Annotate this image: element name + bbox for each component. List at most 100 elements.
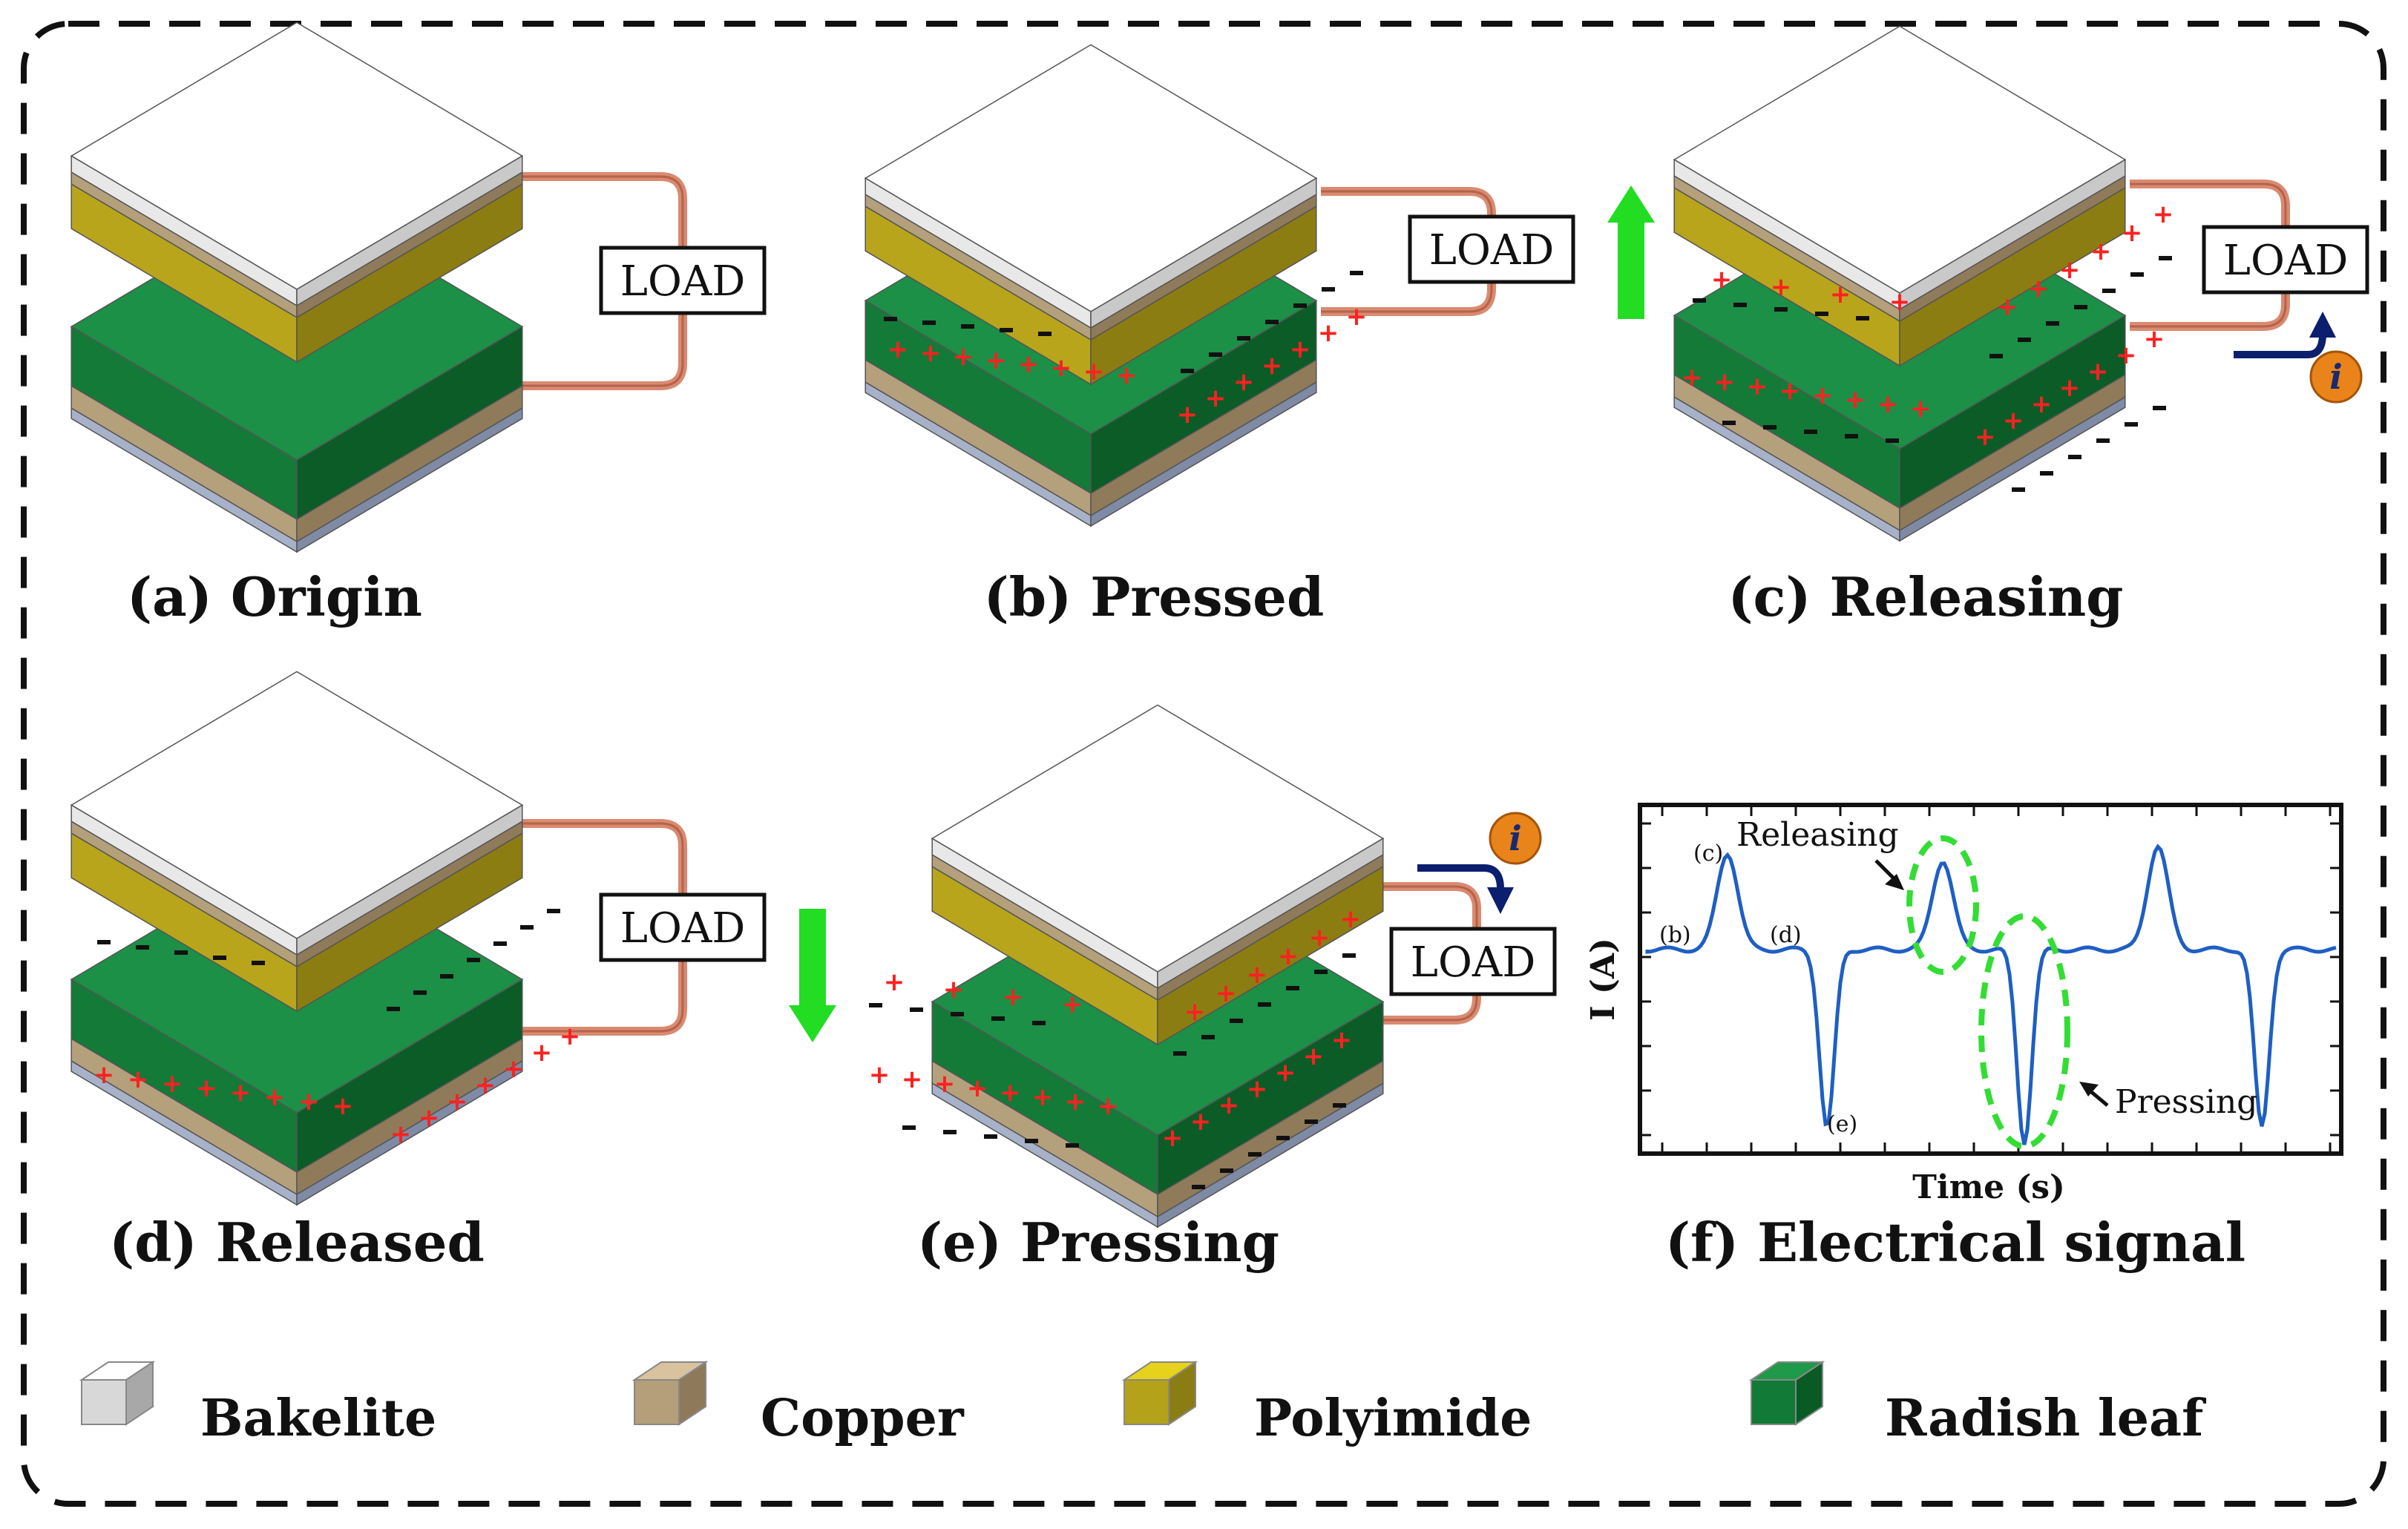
positive-charge: +	[162, 1069, 183, 1099]
negative-charge	[1333, 1103, 1346, 1108]
positive-charge: +	[1184, 997, 1206, 1027]
positive-charge: +	[869, 1060, 890, 1090]
releasing-pointer-head	[1885, 874, 1904, 890]
positive-charge: +	[1309, 923, 1331, 953]
negative-charge	[97, 940, 111, 944]
tick-label-c: (c)	[1693, 841, 1723, 867]
polyimide-right	[1899, 186, 2126, 367]
positive-charge: +	[2090, 237, 2112, 266]
positive-charge: +	[1682, 363, 1703, 392]
negative-charge	[1066, 1143, 1079, 1148]
positive-charge: +	[447, 1087, 468, 1117]
signal-line	[1645, 844, 2337, 1145]
positive-charge: +	[1278, 941, 1299, 971]
current-icon	[2309, 350, 2363, 404]
negative-charge	[2096, 438, 2110, 443]
panel-label-e: (e) Pressing	[917, 1211, 1279, 1274]
negative-charge	[1693, 298, 1706, 303]
base-right	[1157, 1082, 1384, 1229]
negative-charge	[869, 1003, 882, 1007]
positive-charge: +	[2116, 341, 2137, 370]
positive-charge: +	[390, 1119, 412, 1149]
positive-charge: +	[1018, 349, 1040, 379]
panel-label-d: (d) Released	[109, 1211, 485, 1274]
positive-charge: +	[1771, 272, 1792, 302]
positive-charge: +	[1233, 367, 1255, 397]
negative-charge	[1815, 312, 1828, 316]
negative-charge	[2159, 256, 2172, 260]
positive-charge: +	[1910, 394, 1932, 424]
positive-charge: +	[1346, 302, 1368, 332]
positive-charge: +	[1331, 1025, 1353, 1055]
positive-charge: +	[953, 342, 974, 372]
positive-charge: +	[1845, 385, 1866, 415]
panel-releasing: LOAD+++++++++++++++++++++++++i	[1607, 25, 2369, 542]
negative-charge	[984, 1134, 997, 1139]
negative-charge	[1258, 1002, 1271, 1007]
negative-charge	[467, 958, 480, 962]
positive-charge: +	[1177, 400, 1198, 430]
negative-charge	[1733, 303, 1747, 307]
positive-charge: +	[1290, 335, 1311, 364]
negative-charge	[2012, 487, 2025, 492]
panel-pressing: LOAD+++++++++++++++++++++++++i	[789, 704, 1557, 1229]
positive-charge: +	[332, 1091, 354, 1121]
negative-charge	[1322, 287, 1335, 292]
negative-charge	[2074, 305, 2087, 309]
positive-charge: +	[2059, 255, 2081, 285]
positive-charge: +	[1340, 904, 1362, 934]
panel-label-b: (b) Pressed	[984, 565, 1325, 628]
load-box	[1389, 927, 1557, 996]
negative-charge	[1286, 986, 1299, 990]
legend-cube-radish-leaf	[1748, 1361, 1825, 1426]
positive-charge: +	[2153, 200, 2174, 229]
negative-charge	[1032, 1021, 1046, 1025]
positive-charge: +	[560, 1022, 581, 1051]
negative-charge	[213, 956, 226, 960]
current-arrow-head	[1487, 887, 1514, 914]
positive-charge: +	[419, 1103, 440, 1133]
positive-charge: +	[475, 1071, 496, 1100]
negative-charge	[2130, 272, 2144, 277]
negative-charge	[1265, 320, 1279, 324]
negative-charge	[1342, 953, 1356, 958]
negative-charge	[2040, 471, 2053, 476]
negative-charge	[1350, 271, 1363, 275]
current-arrow-head	[2309, 312, 2336, 338]
negative-charge	[440, 974, 453, 979]
signal-xlabel: Time (s)	[1912, 1168, 2065, 1206]
positive-charge: +	[1889, 287, 1911, 317]
positive-charge: +	[902, 1065, 923, 1094]
positive-charge: +	[1303, 1042, 1325, 1071]
load-label: LOAD	[2223, 237, 2348, 285]
negative-charge	[1293, 303, 1307, 308]
positive-charge: +	[1051, 353, 1072, 383]
negative-charge	[1276, 1136, 1290, 1140]
negative-charge	[884, 317, 897, 321]
negative-charge	[1038, 332, 1052, 336]
panel-released: LOAD+++++++++++++++	[70, 671, 767, 1206]
positive-charge: +	[1065, 1087, 1086, 1117]
current-icon	[1489, 812, 1542, 865]
negative-charge	[961, 324, 974, 329]
base-right	[1090, 381, 1317, 527]
electrical-signal-plot: Releasing Pressing (c) (b) (d) (e) I (A)…	[1584, 803, 2343, 1206]
up-arrow-icon	[1607, 185, 1655, 319]
legend-cube-copper	[631, 1361, 709, 1426]
negative-charge	[910, 1007, 923, 1012]
positive-charge: +	[2122, 218, 2143, 248]
positive-charge: +	[1714, 367, 1736, 397]
negative-charge	[520, 925, 534, 930]
load-label: LOAD	[620, 257, 745, 306]
positive-charge: +	[1318, 318, 1339, 348]
positive-charge: +	[1262, 351, 1283, 381]
positive-charge: +	[503, 1054, 525, 1084]
annotation-releasing: Releasing	[1736, 816, 1899, 854]
negative-charge	[1305, 1119, 1318, 1124]
negative-charge	[1192, 1185, 1205, 1189]
negative-charge	[2018, 338, 2031, 342]
positive-charge: +	[1062, 990, 1083, 1019]
positive-charge: +	[943, 975, 965, 1004]
base-right	[296, 407, 523, 553]
panel-label-f: (f) Electrical signal	[1665, 1211, 2245, 1274]
